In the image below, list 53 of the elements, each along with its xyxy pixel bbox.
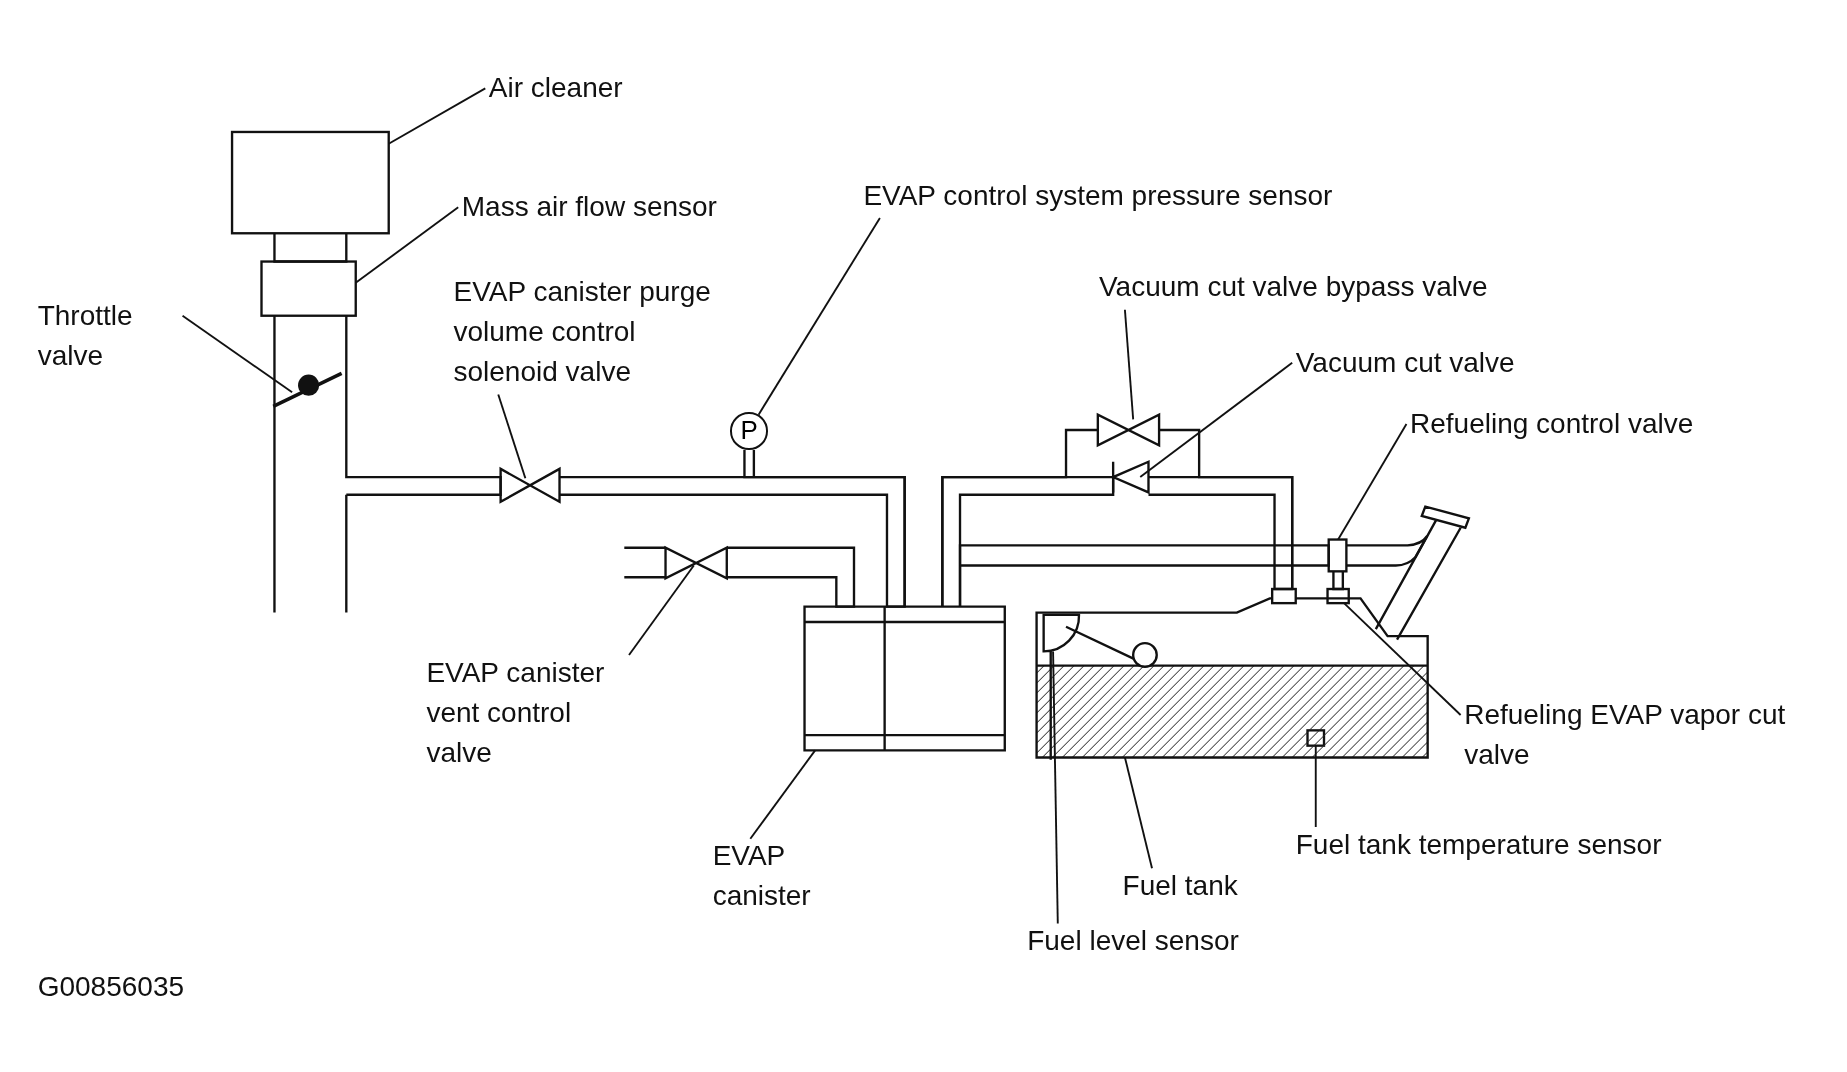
pipe (958, 544, 1330, 607)
leader-line (497, 393, 527, 480)
filler-neck (1374, 505, 1471, 641)
check-valve (1110, 460, 1150, 494)
part-label: EVAP canister (712, 836, 890, 917)
part-label: Throttle valve (37, 295, 180, 376)
pipe (941, 475, 1115, 608)
pressure-sensor: P (730, 412, 768, 450)
part-label: EVAP control system pressure sensor (863, 175, 1333, 216)
port-fitting (1271, 587, 1297, 605)
part-label: Vacuum cut valve bypass valve (1099, 267, 1488, 308)
purge-valve (499, 466, 561, 504)
part-label: Vacuum cut valve (1295, 342, 1515, 383)
vent-valve (664, 545, 728, 581)
part-label: Fuel tank (1122, 865, 1238, 906)
pipe (273, 232, 348, 263)
throttle-valve (272, 371, 343, 408)
fuel-tank (1035, 597, 1429, 759)
leader-line (181, 314, 294, 394)
pipe (345, 315, 502, 496)
part-label: Mass air flow sensor (461, 187, 717, 228)
pipe (743, 448, 906, 607)
pipe (1147, 475, 1294, 591)
control-valve (1327, 538, 1348, 573)
leader-line (1123, 308, 1135, 421)
pipe (725, 546, 856, 608)
pipe (558, 475, 906, 608)
leader-line (387, 87, 487, 145)
part-label: Refueling control valve (1410, 404, 1711, 445)
air-cleaner (230, 130, 390, 235)
leader-line (1314, 744, 1317, 828)
part-label: Fuel tank temperature sensor (1295, 824, 1662, 865)
pipe (1345, 534, 1429, 567)
part-label: Refueling EVAP vapor cut valve (1464, 694, 1830, 775)
leader-line (1052, 650, 1059, 925)
airflow-sensor (260, 260, 357, 317)
leader-line (1139, 361, 1294, 479)
fuel-level-sensor (1042, 613, 1158, 761)
part-label: EVAP canister purge volume control solenoid valve (453, 272, 731, 393)
pipe (1332, 571, 1344, 591)
leader-line (757, 216, 881, 416)
part-label: Fuel level sensor (1027, 921, 1239, 962)
leader-line (354, 206, 460, 284)
leader-line (628, 564, 695, 656)
part-label: EVAP canister vent control valve (426, 652, 639, 773)
part-label: Air cleaner (488, 68, 623, 109)
bypass-valve (1096, 412, 1161, 448)
leader-line (749, 749, 817, 840)
leader-line (1124, 756, 1153, 870)
figure-code: G00856035 (37, 970, 185, 1005)
canister (803, 605, 1006, 752)
leader-line (1343, 602, 1462, 716)
leader-line (1337, 423, 1408, 541)
